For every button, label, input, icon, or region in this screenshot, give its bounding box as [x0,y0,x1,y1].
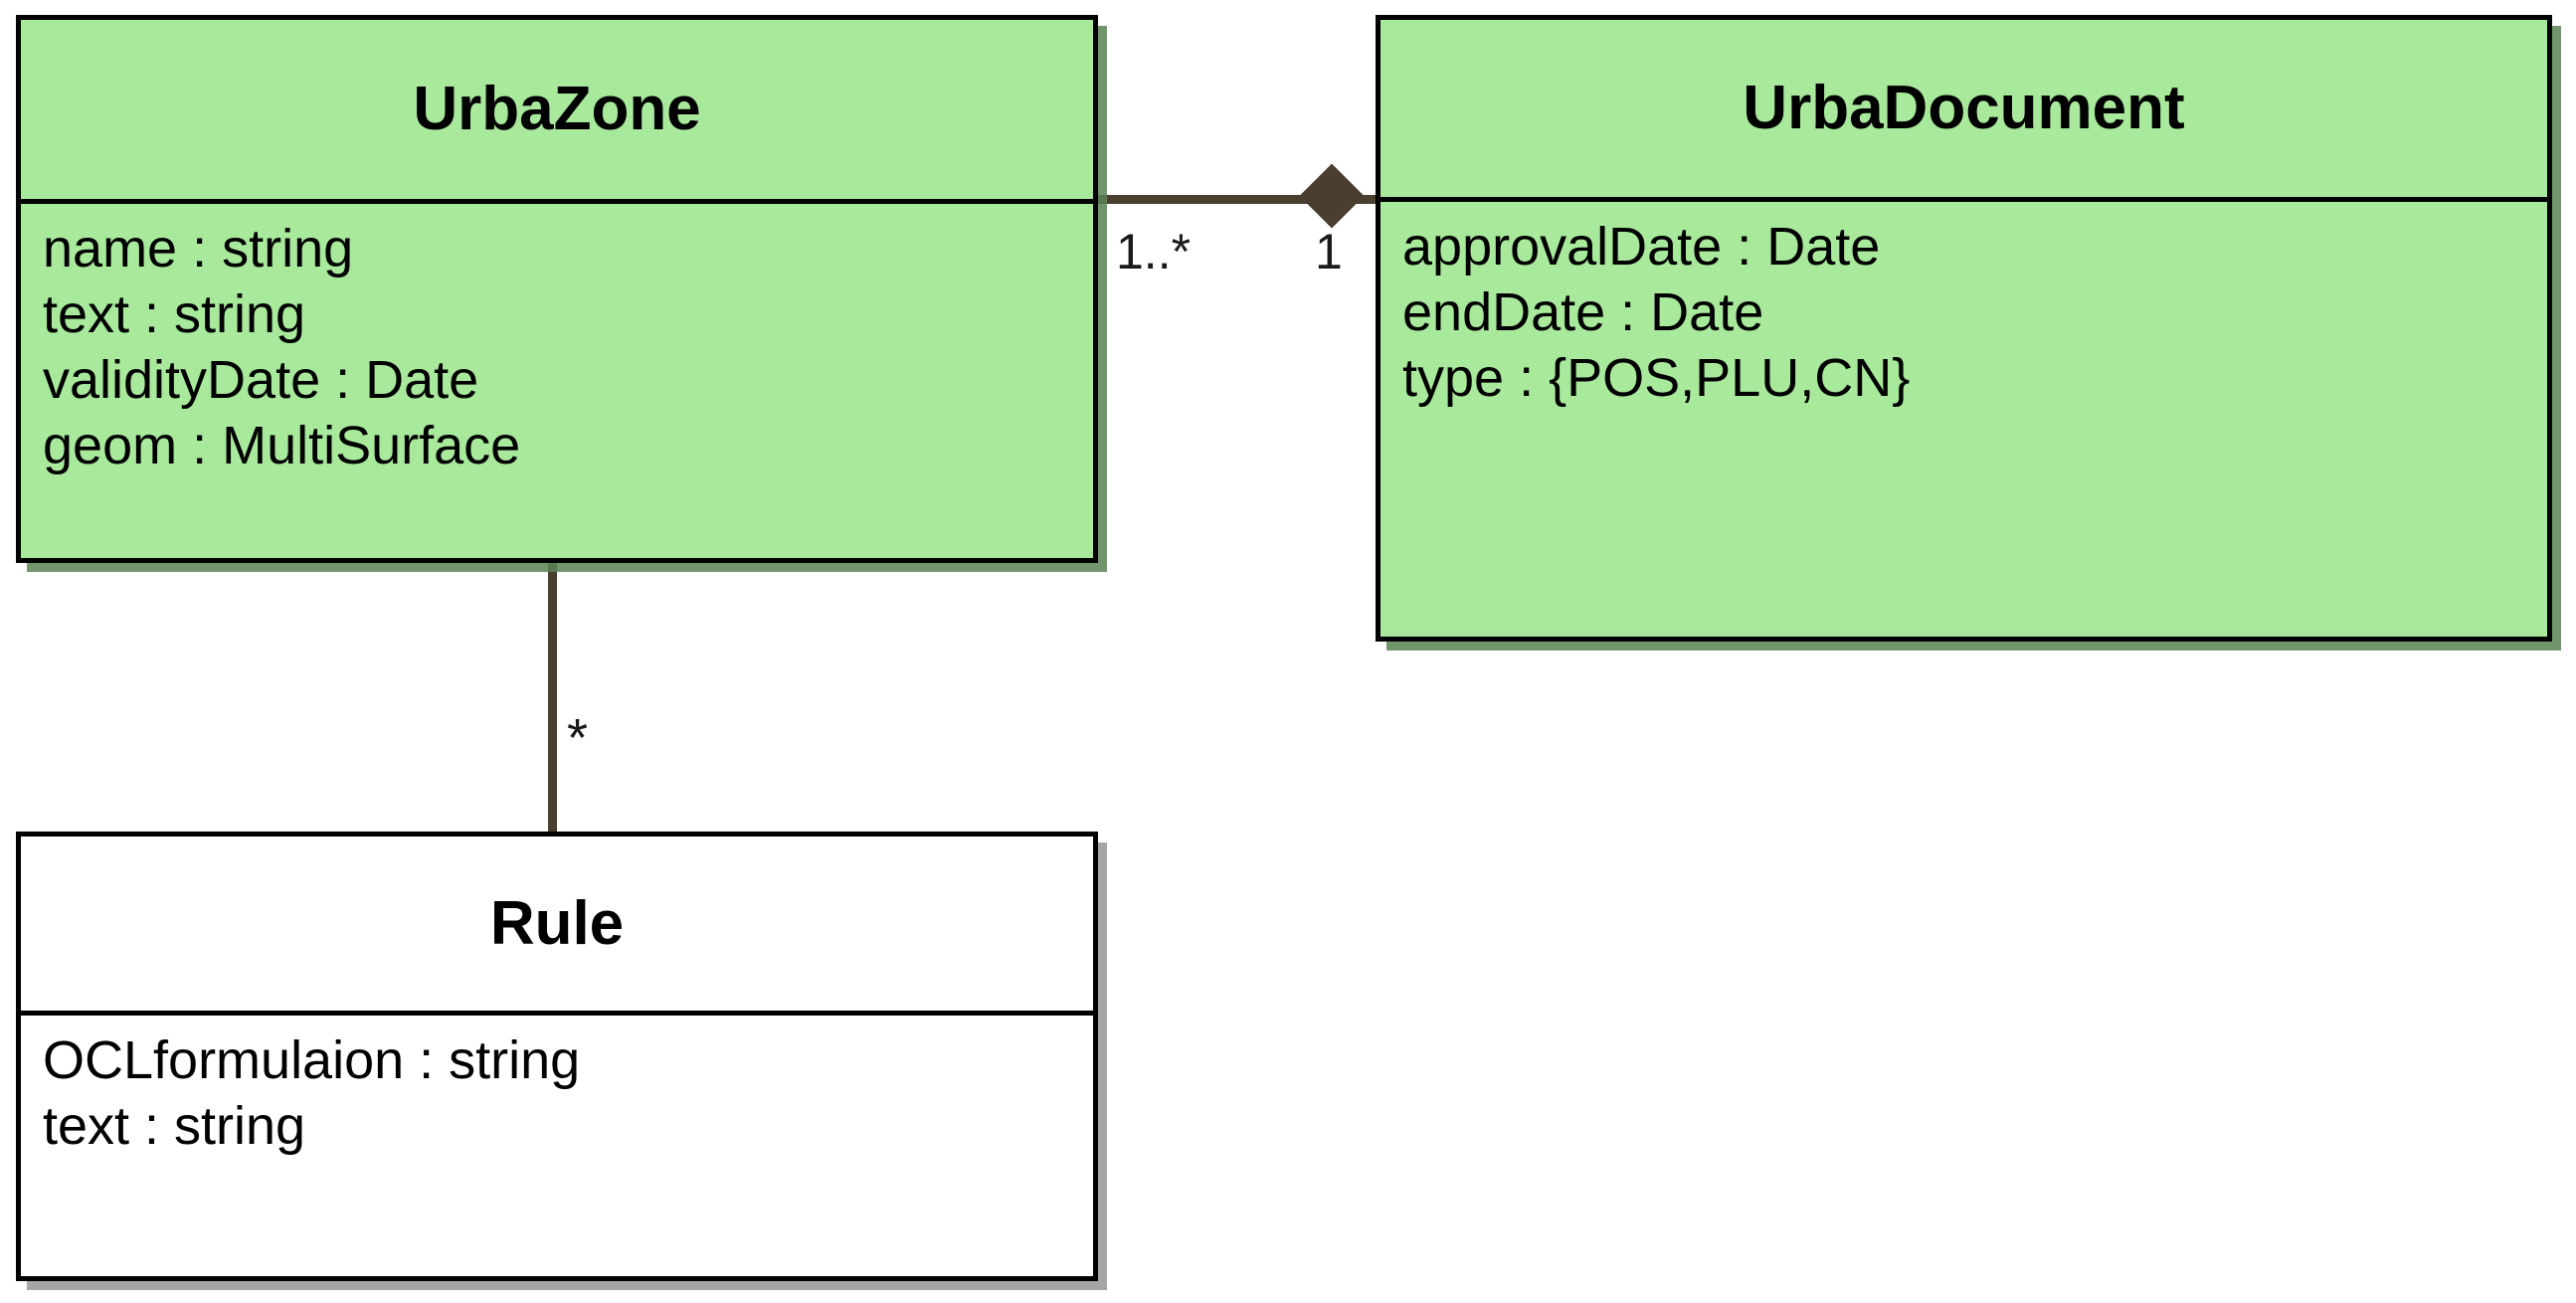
class-name-urbadocument: UrbaDocument [1743,74,2185,143]
attribute-row: approvalDate : Date [1402,217,1881,277]
attribute-row: geom : MultiSurface [43,416,521,475]
class-title-compartment-urbazone: UrbaZone [21,20,1093,204]
composition-diamond-icon [1299,163,1365,229]
class-box-urbadocument[interactable]: UrbaDocument approvalDate : Date endDate… [1376,15,2552,642]
class-title-compartment-urbadocument: UrbaDocument [1380,20,2547,202]
attribute-row: text : string [43,284,306,344]
class-box-rule[interactable]: Rule OCLformulaion : string text : strin… [16,832,1098,1281]
class-attributes-urbadocument: approvalDate : Date endDate : Date type … [1380,202,2547,637]
class-box-urbazone[interactable]: UrbaZone name : string text : string val… [16,15,1098,563]
attribute-row: OCLformulaion : string [43,1030,581,1090]
multiplicity-rule-side: * [567,708,589,768]
composition-line-zone-document[interactable] [1094,195,1392,204]
attribute-row: name : string [43,219,354,279]
class-name-rule: Rule [489,888,625,958]
attribute-row: endDate : Date [1402,282,1764,342]
association-line-zone-rule[interactable] [548,557,557,838]
class-attributes-urbazone: name : string text : string validityDate… [21,204,1093,558]
multiplicity-document-side: 1 [1315,224,1343,279]
multiplicity-zone-side: 1..* [1116,224,1192,279]
class-attributes-rule: OCLformulaion : string text : string [21,1016,1093,1276]
attribute-row: text : string [43,1096,306,1156]
class-title-compartment-rule: Rule [21,837,1093,1016]
attribute-row: validityDate : Date [43,350,479,410]
attribute-row: type : {POS,PLU,CN} [1402,348,1911,408]
class-name-urbazone: UrbaZone [413,75,701,144]
